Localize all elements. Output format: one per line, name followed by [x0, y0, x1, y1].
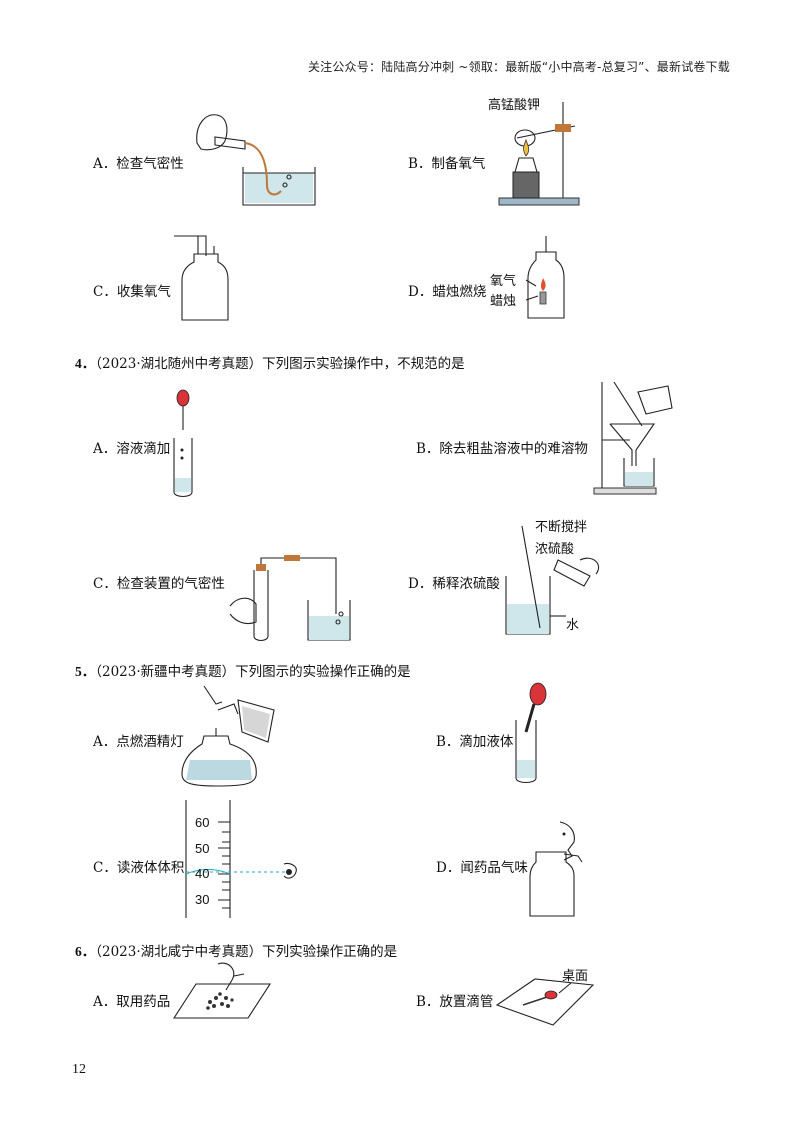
q3-option-b: B．制备氧气 — [408, 156, 486, 172]
dilute-sulfuric-acid-figure — [500, 520, 610, 640]
label-candle: 蜡烛 — [490, 294, 517, 309]
q4-option-c: C．检查装置的气密性 — [93, 576, 225, 592]
candle-burning-figure — [522, 234, 566, 322]
take-chemical-figure — [172, 962, 272, 1022]
q4-stem: 4．（2023·湖北随州中考真题）下列图示实验操作中，不规范的是 — [75, 352, 465, 372]
page-header: 关注公众号：陆陆高分冲刺 ~领取：最新版“小中高考-总复习”、最新试卷下载 — [307, 60, 730, 74]
cylinder-scale-40: 40 — [195, 866, 210, 881]
q5-option-b: B．滴加液体 — [436, 734, 514, 750]
cylinder-scale-60: 60 — [195, 815, 210, 830]
oxygen-preparation-figure — [495, 98, 585, 208]
label-concentrated-sulfuric-acid: 浓硫酸 — [535, 542, 575, 557]
q4-option-a: A．溶液滴加 — [93, 441, 171, 457]
q5-stem-text: （2023·新疆中考真题）下列图示的实验操作正确的是 — [95, 664, 411, 680]
q4-number: 4． — [75, 356, 96, 371]
q4-option-b: B．除去粗盐溶液中的难溶物 — [416, 441, 588, 457]
label-potassium-permanganate: 高锰酸钾 — [488, 98, 541, 113]
q6-stem: 6．（2023·湖北咸宁中考真题）下列实验操作正确的是 — [75, 940, 397, 960]
smell-chemical-figure — [526, 820, 586, 920]
gas-collecting-bottle-figure — [170, 232, 230, 324]
page-number: 12 — [72, 1062, 86, 1077]
q6-option-a: A．取用药品 — [93, 994, 171, 1010]
q3-option-c: C．收集氧气 — [93, 284, 171, 300]
label-water: 水 — [566, 618, 580, 633]
q3-option-d: D．蜡烛燃烧 — [408, 284, 487, 300]
gas-tightness-figure — [228, 555, 358, 644]
q6-option-b: B．放置滴管 — [416, 994, 494, 1010]
label-keep-stirring: 不断搅拌 — [535, 520, 588, 535]
q3-option-a: A．检查气密性 — [93, 156, 184, 172]
alcohol-lamp-figure — [182, 684, 282, 790]
place-dropper-figure — [495, 975, 595, 1029]
graduated-cylinder-figure — [180, 800, 310, 920]
label-tabletop: 桌面 — [562, 969, 589, 984]
q5-option-d: D．闻药品气味 — [436, 860, 528, 876]
airtightness-check-figure — [185, 105, 315, 210]
filtration-figure — [590, 378, 680, 496]
q4-stem-text: （2023·湖北随州中考真题）下列图示实验操作中，不规范的是 — [95, 356, 465, 372]
cylinder-scale-50: 50 — [195, 841, 210, 856]
q5-number: 5． — [75, 664, 96, 679]
q5-option-c: C．读液体体积 — [93, 860, 185, 876]
q5-stem: 5．（2023·新疆中考真题）下列图示的实验操作正确的是 — [75, 660, 411, 680]
dropper-addition-figure — [508, 680, 552, 786]
q5-option-a: A．点燃酒精灯 — [93, 734, 184, 750]
q4-option-d: D．稀释浓硫酸 — [408, 576, 500, 592]
q6-number: 6． — [75, 944, 96, 959]
q6-stem-text: （2023·湖北咸宁中考真题）下列实验操作正确的是 — [95, 944, 398, 960]
cylinder-scale-30: 30 — [195, 892, 210, 907]
dropper-testtube-figure — [168, 388, 198, 498]
label-oxygen: 氧气 — [490, 274, 517, 289]
